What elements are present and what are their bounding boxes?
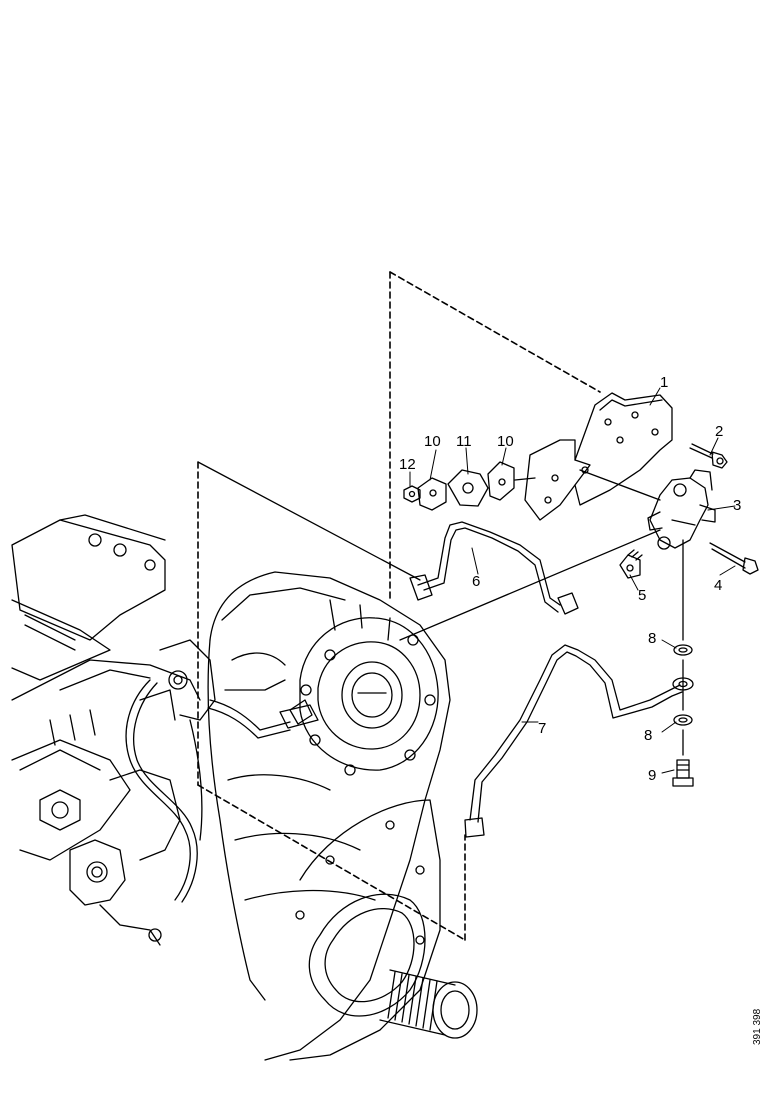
- washer-part-8-lower: [673, 714, 693, 726]
- output-flange: [289, 799, 441, 1061]
- pipe-part-6: [409, 521, 579, 615]
- callout-8-lower: 8: [644, 727, 652, 744]
- bolt-part-2: [689, 443, 728, 469]
- callout-9: 9: [648, 767, 656, 784]
- clamp-part-10-right: [487, 461, 536, 501]
- callout-12: 12: [399, 456, 416, 473]
- splined-output-shaft: [379, 969, 478, 1039]
- nut-part-12: [403, 485, 421, 503]
- callout-3: 3: [733, 497, 741, 514]
- wiring-harness: [125, 679, 319, 903]
- pipe-part-7: [464, 644, 683, 838]
- callout-10-right: 10: [497, 433, 514, 450]
- callout-4: 4: [714, 577, 722, 594]
- callout-10-left: 10: [424, 433, 441, 450]
- callout-leaders: [409, 387, 736, 774]
- clamp-block-part-11: [447, 469, 489, 507]
- banjo-fitting: [672, 677, 694, 691]
- bracket-part-1: [524, 392, 673, 521]
- drawing-reference-code: 391 398: [752, 1008, 763, 1045]
- valve-part-3: [647, 469, 716, 550]
- clamp-part-10-left: [417, 477, 447, 511]
- callout-5: 5: [638, 587, 646, 604]
- callout-1: 1: [660, 374, 668, 391]
- callout-2: 2: [715, 423, 723, 440]
- transfer-case-housing: [207, 571, 451, 1061]
- callout-8-upper: 8: [648, 630, 656, 647]
- gearbox-housing: [11, 514, 216, 946]
- washer-part-8-upper: [673, 644, 693, 656]
- callout-6: 6: [472, 573, 480, 590]
- callout-7: 7: [538, 720, 546, 737]
- bolt-part-4: [709, 542, 759, 575]
- fitting-part-5: [619, 549, 643, 579]
- banjo-bolt-part-9: [672, 759, 694, 787]
- callout-11: 11: [456, 433, 472, 450]
- thin-leader-lines: [197, 461, 684, 756]
- dashed-leader-lines: [197, 271, 601, 941]
